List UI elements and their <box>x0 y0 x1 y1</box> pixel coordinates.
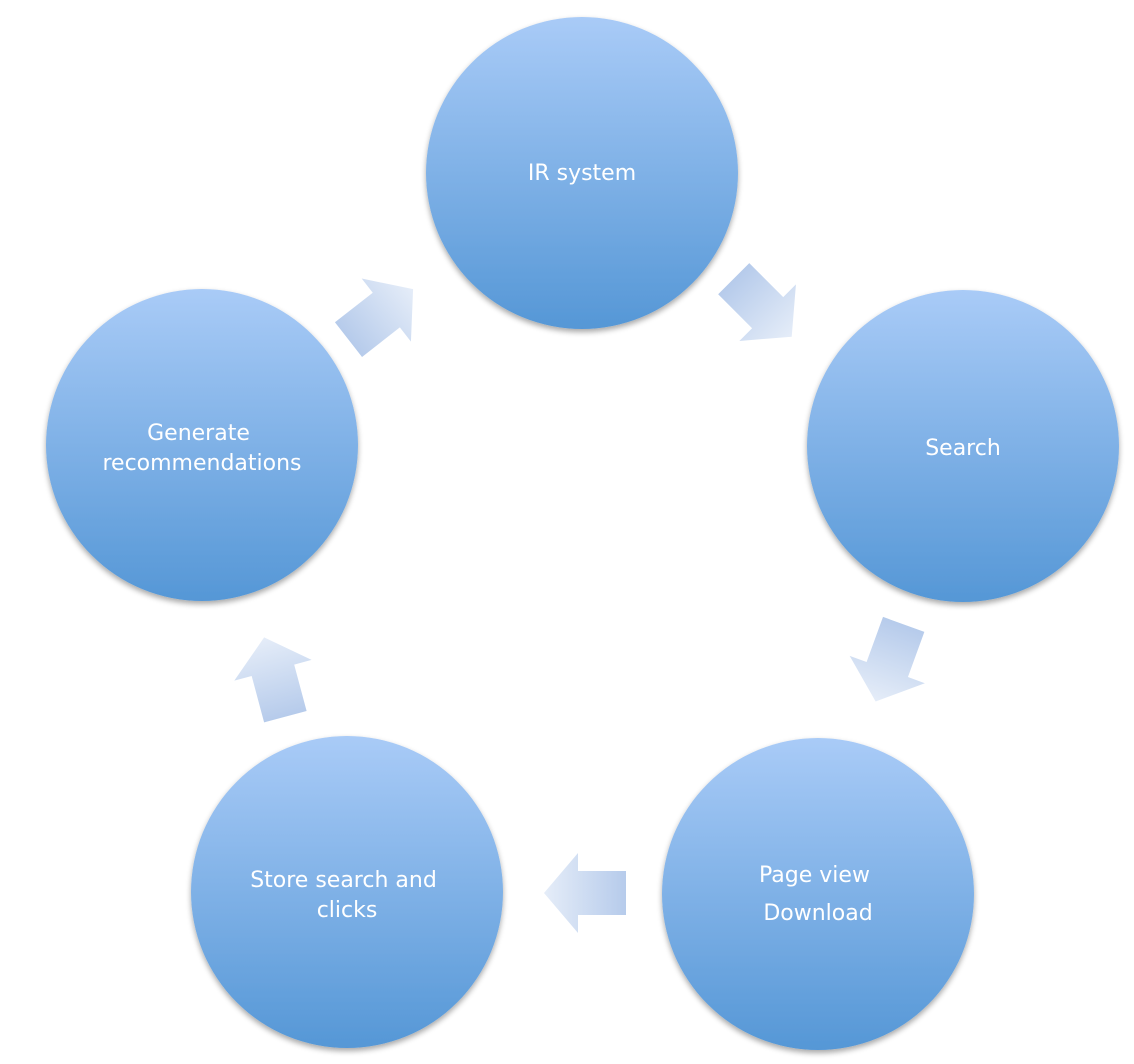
arrow-store-search-to-generate <box>234 637 312 723</box>
node-page-view-download: Page view Download <box>662 738 974 1050</box>
node-generate-recommendations: Generate recommendations <box>46 289 358 601</box>
node-ir-system: IR system <box>426 17 738 329</box>
svg-text:Search: Search <box>925 436 1001 461</box>
node-generate-label-line2: recommendations <box>102 451 301 476</box>
node-generate-label-line1: Generate <box>147 421 250 446</box>
arrow-search-to-page-view <box>849 616 925 702</box>
arrow-ir-system-to-search <box>718 263 796 341</box>
node-ir-system-label: IR system <box>528 161 636 186</box>
node-store-search-label-line1: Store search and <box>250 868 437 893</box>
arrow-generate-to-ir-system <box>334 278 414 357</box>
node-search: Search <box>807 290 1119 602</box>
node-page-view-label-line2: Download <box>763 901 872 926</box>
svg-text:Store search and clicks: Store search and clicks <box>250 868 444 923</box>
node-page-view-label-line1: Page view <box>759 863 870 888</box>
arrow-page-view-to-store-search <box>544 853 626 933</box>
svg-text:Generate recommendations: Generate recommendations <box>102 421 301 476</box>
node-store-search-label-line2: clicks <box>317 898 378 923</box>
svg-text:IR system: IR system <box>528 161 636 186</box>
node-search-label: Search <box>925 436 1001 461</box>
node-store-search-clicks: Store search and clicks <box>191 736 503 1048</box>
svg-text:Page view Download: Page view Download <box>759 863 877 926</box>
